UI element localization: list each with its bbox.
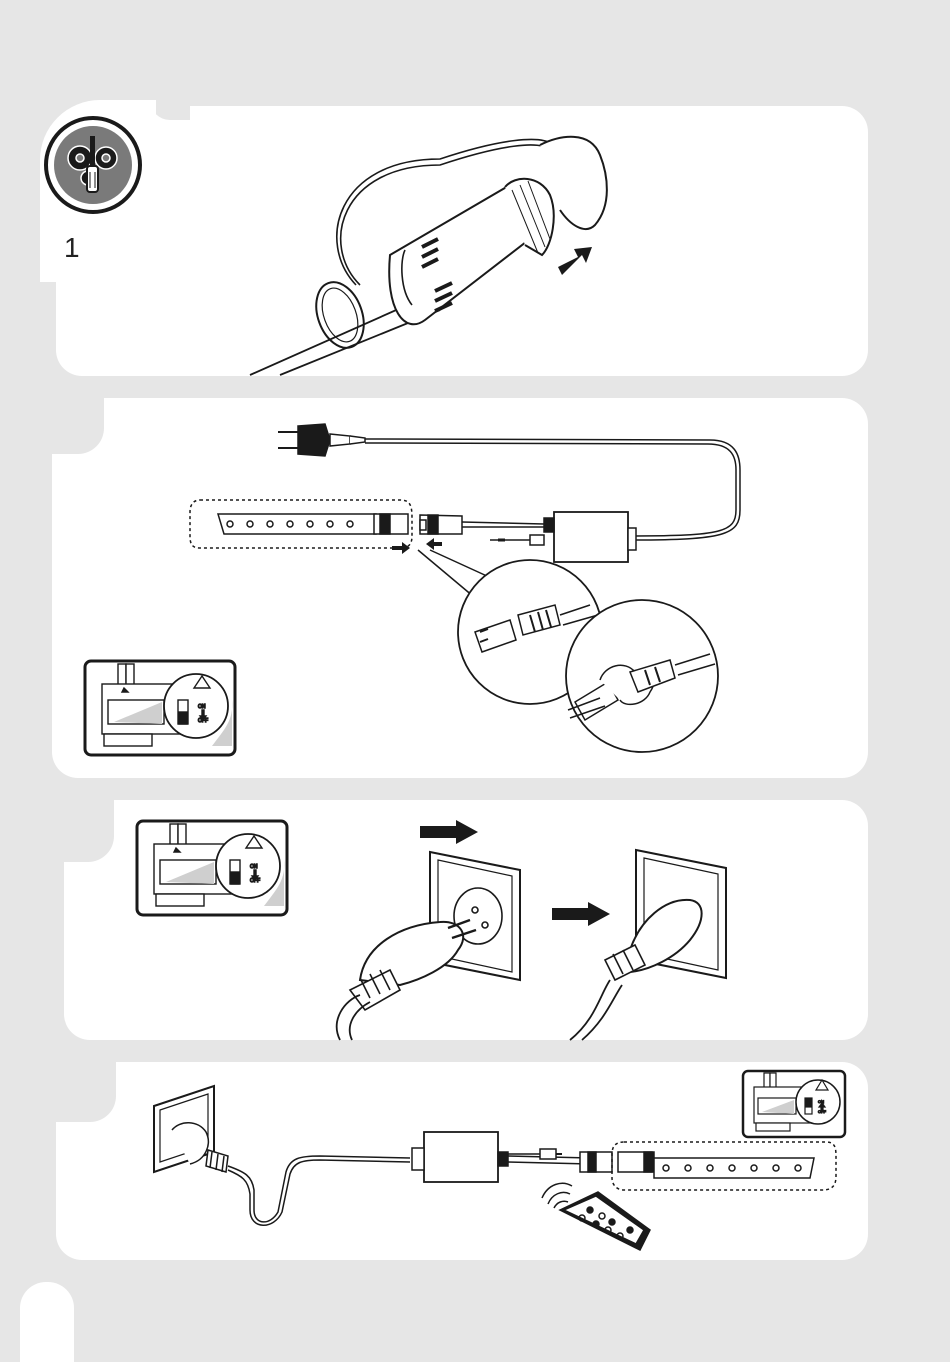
arrow-right-icon: [392, 542, 410, 554]
connect-strip-illustration: [180, 410, 760, 760]
switch-off-warning-icon: ON OFF: [84, 660, 236, 756]
connector-detail-zoom: [458, 560, 718, 752]
direction-arrow-icon: [420, 820, 478, 844]
waterproof-connector: [389, 137, 607, 324]
tools-badge: [44, 116, 142, 214]
power-plug: [278, 424, 365, 456]
switch-on-label: ON: [198, 704, 206, 710]
panel-4-tab: [56, 1062, 116, 1122]
remote-control[interactable]: [542, 1183, 650, 1250]
direction-arrow-icon: [558, 247, 592, 275]
controller-box: [554, 512, 628, 562]
wall-socket: [154, 1086, 228, 1172]
switch-on-label: ON: [250, 864, 258, 870]
led-strip: [218, 514, 408, 534]
controller-box: [424, 1132, 498, 1182]
switch-on-label: ON: [818, 1099, 824, 1104]
switch-off-warning-icon-2: ON OFF: [136, 820, 288, 916]
cable-ring: [308, 276, 373, 355]
plug-into-socket-illustration: [330, 820, 750, 1040]
panel-2-tab: [52, 398, 104, 454]
panel-3-tab: [64, 800, 114, 862]
switch-on-warning-icon: ON OFF: [742, 1070, 846, 1138]
step-number: 1: [64, 232, 80, 264]
page-tab: [20, 1282, 74, 1362]
unscrew-connector-illustration: [240, 135, 640, 375]
led-strip: [618, 1152, 814, 1178]
arrow-left-icon: [426, 538, 442, 550]
